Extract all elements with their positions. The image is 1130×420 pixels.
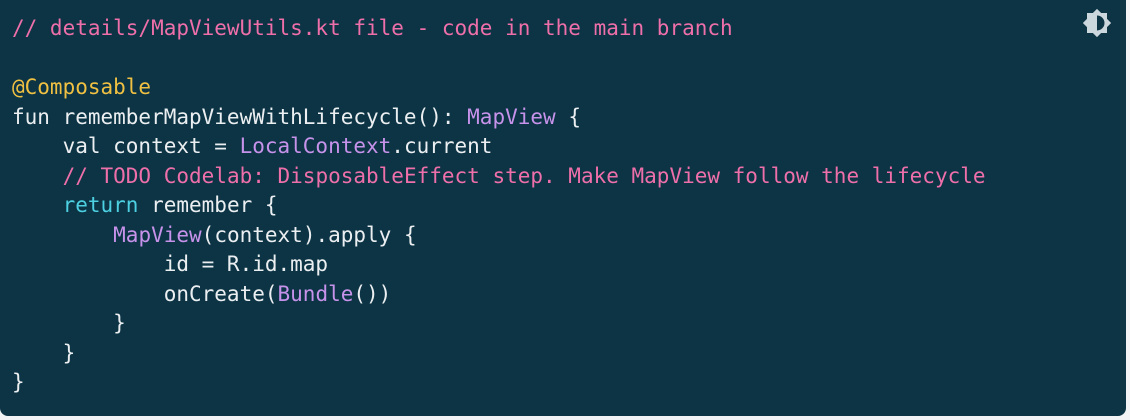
code-line: // details/MapViewUtils.kt file - code i… [12, 14, 1114, 44]
code-line: fun rememberMapViewWithLifecycle(): MapV… [12, 103, 1114, 133]
code-token: MapView [113, 222, 202, 247]
code-token: } [12, 370, 25, 394]
code-line: @Composable [12, 73, 1114, 103]
code-token: return [62, 193, 139, 217]
code-token: // details/MapViewUtils.kt file - code i… [12, 16, 733, 40]
code-line: } [12, 339, 1114, 369]
code-token [12, 193, 63, 217]
code-content: // details/MapViewUtils.kt file - code i… [12, 14, 1114, 398]
code-token: MapView [467, 104, 556, 129]
code-line: MapView(context).apply { [12, 221, 1114, 251]
code-token: (context).apply { [201, 222, 417, 247]
code-token: { [555, 104, 581, 129]
code-line: // TODO Codelab: DisposableEffect step. … [12, 162, 1114, 192]
code-token [12, 223, 113, 247]
code-token: LocalContext [239, 134, 392, 158]
code-token: // TODO Codelab: DisposableEffect step. … [62, 163, 986, 188]
code-token: } [12, 311, 126, 335]
code-token: Bundle [277, 281, 354, 306]
code-token: onCreate( [12, 281, 278, 306]
code-token: } [12, 340, 76, 365]
code-line: return remember { [12, 191, 1114, 221]
code-line: } [12, 368, 1114, 398]
brightness-half-disc [1097, 15, 1105, 31]
code-token: .current [391, 134, 493, 158]
code-token: val context = [12, 134, 240, 158]
code-line: val context = LocalContext.current [12, 132, 1114, 162]
theme-toggle-button[interactable] [1082, 8, 1112, 38]
code-token: fun rememberMapViewWithLifecycle(): [12, 104, 468, 129]
code-line: onCreate(Bundle()) [12, 280, 1114, 310]
brightness-medium-icon [1082, 8, 1112, 38]
code-line [12, 44, 1114, 74]
code-token [12, 164, 63, 188]
code-line: id = R.id.map [12, 250, 1114, 280]
code-token: remember { [138, 193, 278, 217]
code-token: id = R.id.map [12, 252, 329, 276]
code-line: } [12, 309, 1114, 339]
code-token: @Composable [12, 75, 152, 99]
code-token: ()) [353, 281, 392, 306]
